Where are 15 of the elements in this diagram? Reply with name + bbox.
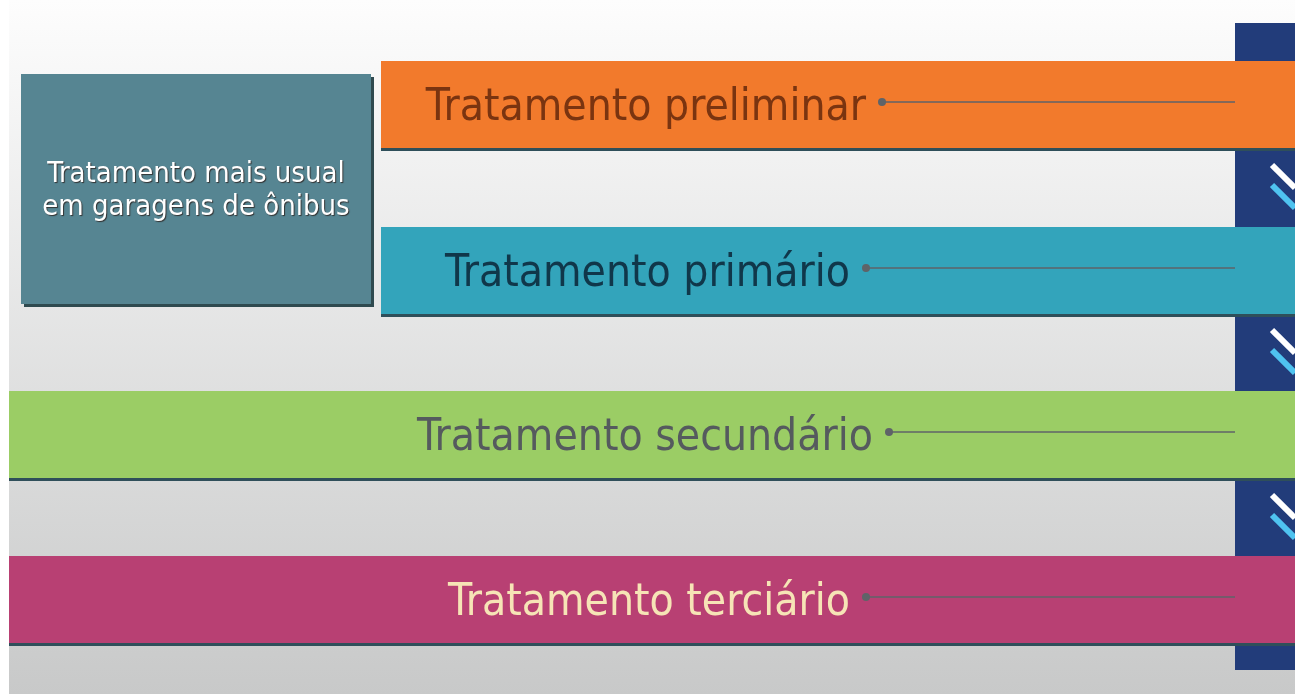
side-column <box>1235 23 1295 670</box>
stage-band <box>9 556 1235 646</box>
leader-line <box>885 428 1236 436</box>
category-box <box>21 74 371 304</box>
band-title: Tratamento terciário <box>448 574 850 625</box>
band-title: Tratamento preliminar <box>425 79 866 130</box>
stage-band <box>9 391 1235 481</box>
stage-band <box>381 61 1235 151</box>
band-title: Tratamento primário <box>445 245 850 296</box>
stage-band <box>381 227 1235 317</box>
leader-line <box>862 264 1236 272</box>
box-label: Tratamento mais usual em garagens de ônibus <box>41 155 351 223</box>
band-title: Tratamento secundário <box>416 409 873 460</box>
leader-line <box>862 593 1236 601</box>
leader-line <box>878 98 1236 106</box>
